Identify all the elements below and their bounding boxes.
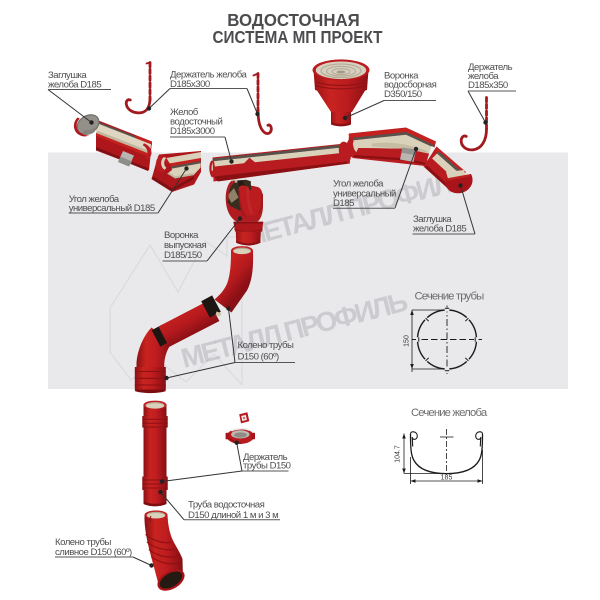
- svg-text:D185x300: D185x300: [170, 79, 210, 90]
- svg-text:150: 150: [404, 335, 411, 347]
- svg-text:D185x3000: D185x3000: [170, 126, 215, 137]
- svg-text:трубы D150: трубы D150: [243, 461, 291, 472]
- svg-text:D150 (60º): D150 (60º): [238, 352, 279, 363]
- svg-text:водосточный: водосточный: [170, 117, 222, 128]
- svg-text:D150 длиной 1 м и 3 м: D150 длиной 1 м и 3 м: [188, 510, 278, 521]
- svg-text:Воронка: Воронка: [164, 230, 199, 241]
- svg-text:D350/150: D350/150: [384, 89, 422, 100]
- svg-text:Заглушка: Заглушка: [48, 70, 87, 81]
- svg-text:D185x350: D185x350: [468, 80, 508, 91]
- svg-text:Держатель желоба: Держатель желоба: [170, 70, 248, 81]
- svg-text:Заглушка: Заглушка: [413, 214, 452, 225]
- svg-text:СИСТЕМА МП ПРОЕКТ: СИСТЕМА МП ПРОЕКТ: [213, 28, 383, 47]
- svg-text:желоба: желоба: [468, 71, 499, 82]
- svg-text:Труба водосточная: Труба водосточная: [188, 500, 265, 511]
- svg-text:желоба D185: желоба D185: [48, 80, 101, 91]
- svg-text:универсальный: универсальный: [333, 189, 396, 200]
- svg-text:D185/150: D185/150: [164, 250, 202, 261]
- svg-text:ВОДОСТОЧНАЯ: ВОДОСТОЧНАЯ: [227, 10, 359, 30]
- svg-text:185: 185: [441, 475, 453, 482]
- svg-text:водосборная: водосборная: [384, 80, 437, 91]
- svg-text:Угол желоба: Угол желоба: [333, 179, 384, 190]
- svg-text:104.7: 104.7: [395, 445, 402, 463]
- svg-text:Сечение желоба: Сечение желоба: [411, 407, 488, 419]
- svg-text:Желоб: Желоб: [170, 107, 199, 118]
- svg-text:D185: D185: [333, 198, 354, 209]
- svg-text:Угол желоба: Угол желоба: [69, 194, 120, 205]
- svg-text:Воронка: Воронка: [384, 70, 419, 81]
- svg-text:желоба D185: желоба D185: [413, 224, 466, 235]
- svg-text:Держатель: Держатель: [468, 62, 513, 73]
- svg-text:Держатель: Держатель: [243, 452, 288, 463]
- svg-text:выпускная: выпускная: [164, 240, 207, 251]
- svg-text:универсальный D185: универсальный D185: [69, 203, 155, 214]
- svg-text:Колено трубы: Колено трубы: [238, 340, 294, 351]
- svg-text:Колено трубы: Колено трубы: [55, 537, 111, 548]
- svg-text:Сечение трубы: Сечение трубы: [415, 291, 485, 303]
- svg-text:сливное D150 (60º): сливное D150 (60º): [55, 547, 132, 558]
